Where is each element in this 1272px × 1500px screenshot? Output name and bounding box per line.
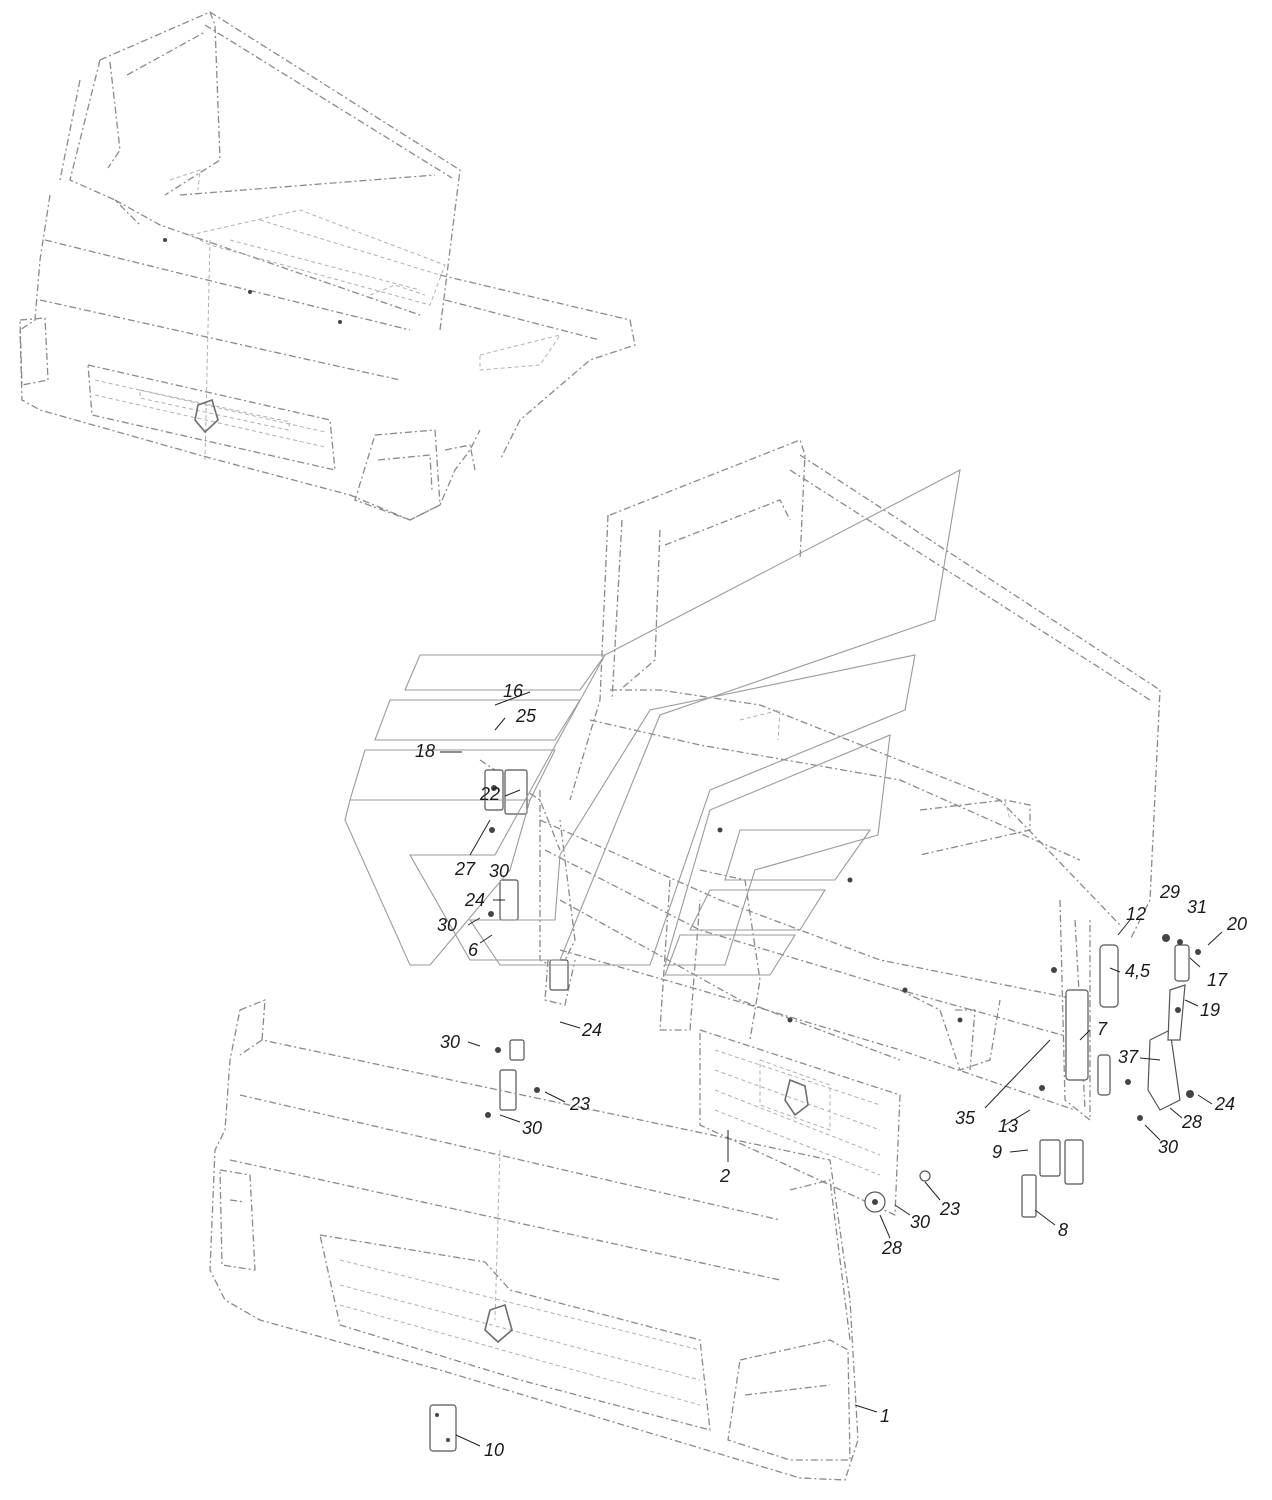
callout-30: 30 — [522, 1118, 542, 1138]
callout-16: 16 — [503, 681, 524, 701]
callout-7: 7 — [1097, 1019, 1108, 1039]
leader-lines — [440, 691, 1223, 1447]
front-panel-view — [209, 999, 859, 1481]
callout-10: 10 — [484, 1440, 504, 1460]
callout-30: 30 — [437, 915, 457, 935]
callout-28: 28 — [881, 1238, 902, 1258]
callout-22: 22 — [479, 784, 500, 804]
callout-30: 30 — [1158, 1137, 1178, 1157]
assembled-cab-view — [19, 11, 636, 521]
callout-17: 17 — [1207, 970, 1228, 990]
callout-4-5: 4,5 — [1125, 961, 1151, 981]
callout-30: 30 — [910, 1212, 930, 1232]
callout-18: 18 — [415, 741, 435, 761]
callout-24: 24 — [581, 1020, 602, 1040]
callout-8: 8 — [1058, 1220, 1068, 1240]
callout-37: 37 — [1118, 1047, 1139, 1067]
callout-35: 35 — [955, 1108, 976, 1128]
callout-24: 24 — [1214, 1094, 1235, 1114]
fastener-group — [484, 769, 1201, 1218]
callout-12: 12 — [1126, 904, 1146, 924]
callout-6: 6 — [468, 940, 479, 960]
callout-2: 2 — [719, 1166, 730, 1186]
callout-28: 28 — [1181, 1112, 1202, 1132]
callout-19: 19 — [1200, 1000, 1220, 1020]
callout-30: 30 — [440, 1032, 460, 1052]
callout-labels: 16 25 18 22 27 30 24 30 6 24 30 23 30 2 … — [415, 681, 1247, 1460]
callout-13: 13 — [998, 1116, 1018, 1136]
cab-frame-view — [479, 439, 1201, 1218]
callout-20: 20 — [1226, 914, 1247, 934]
watermark-shapes — [344, 469, 961, 976]
callout-24: 24 — [464, 890, 485, 910]
callout-27: 27 — [454, 859, 476, 879]
radiator-panel — [699, 1029, 901, 1216]
callout-30: 30 — [489, 861, 509, 881]
callout-31: 31 — [1187, 897, 1207, 917]
callout-25: 25 — [515, 706, 537, 726]
callout-9: 9 — [992, 1142, 1002, 1162]
callout-23: 23 — [569, 1094, 590, 1114]
callout-29: 29 — [1159, 882, 1180, 902]
callout-1: 1 — [880, 1406, 890, 1426]
callout-23: 23 — [939, 1199, 960, 1219]
